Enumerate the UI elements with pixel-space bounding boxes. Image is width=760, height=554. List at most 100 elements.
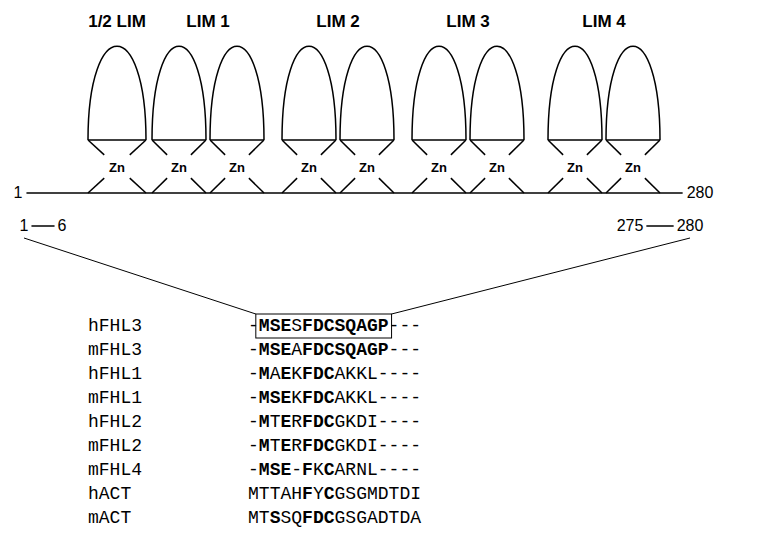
residue-letter: M (259, 460, 270, 480)
residue-letter: C (324, 364, 335, 384)
residue-letter: C (324, 484, 335, 504)
residue-letter: T (270, 484, 281, 504)
residue-letter: F (302, 364, 313, 384)
residue-letter: - (399, 388, 410, 408)
domain-label: LIM 2 (316, 12, 359, 32)
loop-arch (282, 46, 336, 140)
zinc-bowtie-line (321, 178, 336, 193)
zinc-bowtie-line (191, 140, 206, 155)
species-name: hACT (88, 484, 131, 504)
residue-letter: - (248, 412, 259, 432)
loop-top-bar (340, 139, 394, 141)
residue-letter: C (324, 460, 335, 480)
residue-letter: S (335, 340, 346, 360)
loop-top-bar (470, 139, 524, 141)
residue-letter: D (313, 316, 324, 336)
residue-letter: G (335, 412, 346, 432)
species-name: mACT (88, 508, 131, 528)
zinc-bowtie-line (606, 140, 621, 155)
residue-letter: A (356, 316, 367, 336)
residue-letter: - (291, 460, 302, 480)
loop-arch (152, 46, 206, 140)
zinc-bowtie-line (249, 178, 264, 193)
protein-backbone (26, 192, 682, 194)
loop-arch (210, 46, 264, 140)
residue-letter: F (302, 412, 313, 432)
residue-letter: K (345, 388, 356, 408)
residue-letter: D (356, 436, 367, 456)
sequence: -MSEAFDCSQAGP--- (248, 340, 421, 360)
zinc-label: Zn (300, 159, 318, 174)
residue-letter: P (378, 340, 389, 360)
sequence: -MSEKFDCAKKL---- (248, 388, 421, 408)
residue-letter: F (302, 460, 313, 480)
residue-letter: D (313, 436, 324, 456)
zinc-label: Zn (170, 159, 188, 174)
residue-letter: Q (345, 316, 356, 336)
residue-letter: A (291, 340, 302, 360)
residue-letter: G (335, 508, 346, 528)
residue-letter: M (248, 508, 259, 528)
zinc-bowtie-line (412, 178, 427, 193)
residue-letter: - (399, 460, 410, 480)
zinc-bowtie-line (130, 178, 146, 193)
residue-letter: S (280, 508, 291, 528)
leader-line (392, 238, 690, 314)
loop-arch (470, 46, 524, 140)
zinc-bowtie-line (470, 178, 485, 193)
residue-letter: Q (291, 508, 302, 528)
residue-letter: M (248, 484, 259, 504)
residue-letter: - (399, 316, 410, 336)
residue-letter: T (259, 508, 270, 528)
zinc-bowtie-line (340, 140, 355, 155)
residue-letter: K (356, 364, 367, 384)
residue-letter: F (302, 436, 313, 456)
residue-letter: D (356, 412, 367, 432)
residue-letter: - (248, 364, 259, 384)
zinc-bowtie-line (130, 140, 146, 155)
species-name: hFHL3 (88, 316, 142, 336)
residue-letter: D (378, 484, 389, 504)
residue-letter: M (259, 388, 270, 408)
residue-number: 280 (677, 217, 704, 235)
zinc-bowtie-line (587, 178, 602, 193)
zinc-bowtie-line (451, 140, 466, 155)
zinc-bowtie-line (152, 178, 167, 193)
zinc-bowtie-line (470, 140, 485, 155)
loop-top-bar (88, 139, 146, 141)
loop-top-bar (548, 139, 602, 141)
zinc-bowtie-line (282, 140, 297, 155)
residue-letter: - (410, 388, 421, 408)
residue-letter: F (302, 388, 313, 408)
residue-letter: F (302, 316, 313, 336)
residue-letter: F (302, 484, 313, 504)
loop-arch (548, 46, 602, 140)
loop-arch (88, 46, 146, 140)
sequence: MTTAHFYCGSGMDTDI (248, 484, 421, 504)
residue-letter: M (259, 412, 270, 432)
leader-line (24, 238, 256, 314)
zinc-bowtie-line (249, 140, 264, 155)
residue-letter: - (389, 460, 400, 480)
species-name: mFHL2 (88, 436, 142, 456)
zinc-label: Zn (228, 159, 246, 174)
zinc-bowtie-line (379, 178, 394, 193)
residue-letter: A (270, 364, 281, 384)
loop-arch (412, 46, 466, 140)
residue-letter: C (324, 412, 335, 432)
residue-letter: T (389, 508, 400, 528)
residue-letter: L (367, 364, 378, 384)
highlight-box (256, 314, 392, 338)
residue-letter: - (389, 340, 400, 360)
zinc-bowtie-line (191, 178, 206, 193)
residue-letter: - (399, 412, 410, 432)
zinc-label: Zn (108, 159, 126, 174)
residue-letter: L (367, 388, 378, 408)
residue-number: 1 (20, 217, 29, 235)
species-name: hFHL2 (88, 412, 142, 432)
species-name: mFHL4 (88, 460, 142, 480)
residue-letter: N (356, 460, 367, 480)
loop-arch (606, 46, 660, 140)
zinc-label: Zn (566, 159, 584, 174)
residue-letter: D (399, 508, 410, 528)
